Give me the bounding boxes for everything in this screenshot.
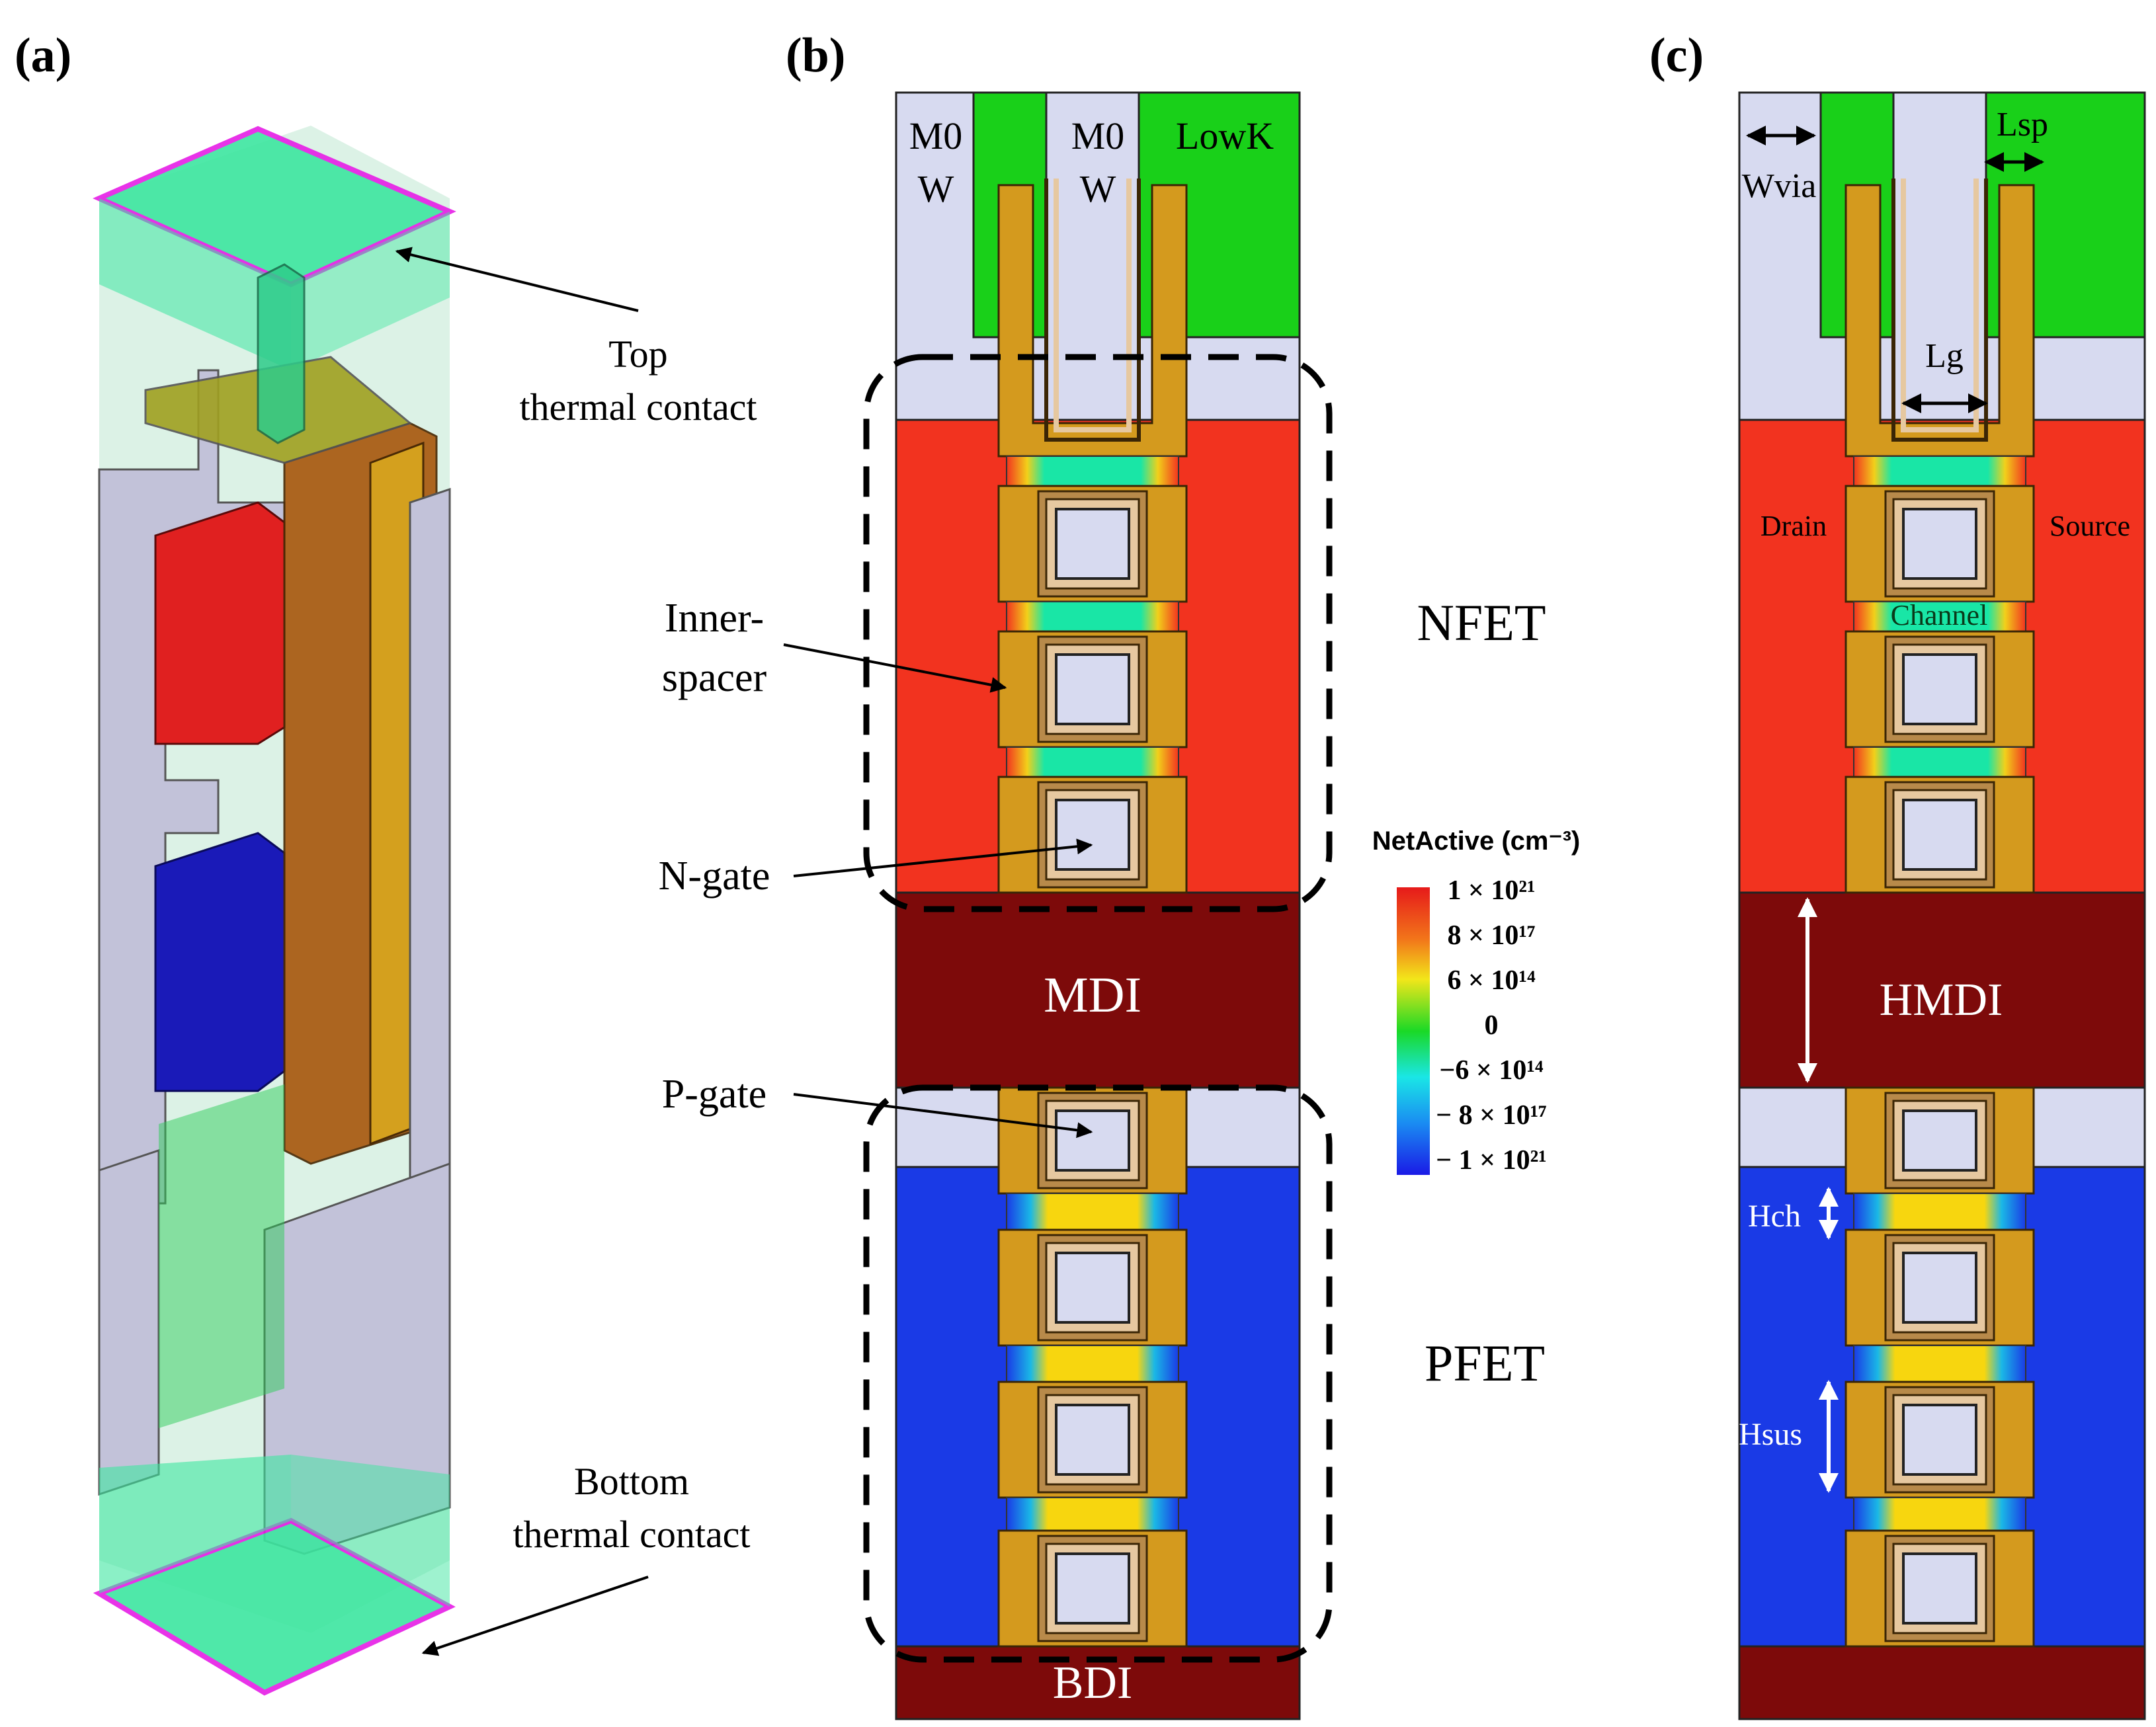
p-channel-2 — [1006, 1345, 1179, 1383]
lower-green-region — [159, 1084, 284, 1428]
p-gate-arrow — [793, 1093, 1093, 1139]
pfet-label: PFET — [1425, 1334, 1545, 1392]
bdi-label: BDI — [1053, 1658, 1133, 1708]
w-via-label: Wvia — [1742, 167, 1817, 205]
p-channel-2 — [1853, 1345, 2026, 1383]
n-gate-label: N-gate — [659, 854, 770, 899]
legend-title: NetActive (cm⁻³) — [1372, 826, 1581, 856]
p-channel-1 — [1006, 1193, 1179, 1230]
mdi-label: MDI — [1044, 967, 1141, 1023]
p-gate-3-core — [1055, 1404, 1130, 1476]
p-gate-1-core — [1055, 1109, 1130, 1172]
n-channel-2 — [1006, 601, 1179, 632]
top-u-gate-liner — [1891, 179, 1988, 442]
n-gate-3-core — [1902, 799, 1977, 871]
top-u-gate-liner — [1044, 179, 1141, 442]
top-via — [257, 263, 306, 444]
n-gate-2-core — [1902, 653, 1977, 725]
legend-label: 1 × 10²¹ — [1447, 875, 1535, 906]
bdi-region — [1738, 1645, 2146, 1720]
bottom-contact-arrow — [421, 1576, 649, 1656]
n-source-drain-block — [154, 501, 286, 745]
device-cross-section-c — [1738, 91, 2146, 1720]
n-channel-3 — [1006, 746, 1179, 778]
p-channel-3 — [1006, 1497, 1179, 1531]
l-sp-label: Lsp — [1997, 106, 2048, 143]
legend-label: − 1 × 10²¹ — [1436, 1145, 1547, 1176]
n-gate-1-core — [1055, 508, 1130, 580]
p-gate-1-core — [1902, 1109, 1977, 1172]
n-channel-1 — [1006, 456, 1179, 487]
legend-label: 8 × 10¹⁷ — [1447, 920, 1535, 951]
top-contact-arrow — [395, 247, 639, 312]
lowk-label: LowK — [1176, 114, 1274, 157]
h-mdi-label: HMDI — [1880, 975, 2003, 1025]
h-ch-label: Hch — [1748, 1199, 1801, 1234]
grey-metal-lower-left — [98, 1148, 160, 1496]
inner-spacer-arrow — [783, 643, 1007, 693]
panel-b: (b) M0 W M0 W LowK MDI BDI NFET PFET Inn… — [659, 28, 1546, 1720]
bottom-contact-label-line2: thermal contact — [513, 1513, 750, 1556]
panel-a-label: (a) — [15, 28, 71, 83]
m0-mid-label: M0 — [1071, 114, 1125, 157]
mdi-region — [895, 891, 1301, 1089]
h-sus-label: Hsus — [1739, 1417, 1802, 1452]
n-gate-1-core — [1902, 508, 1977, 580]
top-contact-label-line2: thermal contact — [519, 385, 757, 428]
device-cross-section-b — [895, 91, 1301, 1720]
legend-label: −6 × 10¹⁴ — [1439, 1055, 1543, 1086]
bottom-contact-side-right — [291, 1455, 450, 1607]
w-left-label: W — [918, 167, 954, 210]
p-source-drain-block — [154, 832, 286, 1092]
p-gate-label: P-gate — [662, 1072, 767, 1117]
panel-c: (c) Wvia Lsp Lg Drain Source Channel HMD… — [1649, 28, 2146, 1720]
legend-label: − 8 × 10¹⁷ — [1436, 1100, 1547, 1131]
n-channel-3 — [1853, 746, 2026, 778]
p-channel-3 — [1853, 1497, 2026, 1531]
top-u-gate-inner — [1054, 179, 1132, 432]
legend-colorbar — [1397, 887, 1430, 1175]
legend-label: 0 — [1485, 1010, 1499, 1041]
n-gate-arrow — [793, 838, 1093, 877]
top-u-gate-inner — [1901, 179, 1979, 432]
top-thermal-contact — [93, 126, 456, 288]
legend-label: 6 × 10¹⁴ — [1447, 965, 1536, 996]
p-gate-4-core — [1055, 1552, 1130, 1625]
nfet-label: NFET — [1417, 594, 1546, 651]
n-gate-2-core — [1055, 653, 1130, 725]
drain-label: Drain — [1761, 510, 1827, 542]
n-channel-2 — [1853, 601, 2026, 632]
p-gate-2-core — [1055, 1252, 1130, 1324]
inner-spacer-label-line1: Inner- — [665, 596, 764, 641]
l-g-label: Lg — [1925, 337, 1964, 375]
inner-spacer-label-line2: spacer — [662, 655, 767, 700]
p-gate-3-core — [1902, 1404, 1977, 1476]
n-gate-3-core — [1055, 799, 1130, 871]
panel-a: (a) Top thermal contact Botto — [15, 28, 757, 1696]
w-mid-label: W — [1080, 167, 1116, 210]
m0-left-label: M0 — [909, 114, 963, 157]
p-gate-4-core — [1902, 1552, 1977, 1625]
top-contact-label-line1: Top — [608, 333, 667, 376]
panel-c-label: (c) — [1649, 28, 1704, 83]
legend-labels: 1 × 10²¹ 8 × 10¹⁷ 6 × 10¹⁴ 0 −6 × 10¹⁴ − 8 × … — [1436, 875, 1547, 1176]
source-label: Source — [2050, 510, 2130, 542]
channel-label: Channel — [1891, 599, 1988, 631]
nfet-dashed-outline — [863, 354, 1333, 912]
p-gate-2-core — [1902, 1252, 1977, 1324]
bottom-contact-label-line1: Bottom — [574, 1460, 689, 1503]
panel-b-label: (b) — [786, 28, 845, 83]
p-channel-1 — [1853, 1193, 2026, 1230]
top-contact-side — [99, 198, 291, 370]
netactive-legend: NetActive (cm⁻³) 1 × 10²¹ 8 × 10¹⁷ 6 × 10¹… — [1372, 826, 1581, 1176]
n-channel-1 — [1853, 456, 2026, 487]
pfet-dashed-outline — [863, 1084, 1333, 1663]
bottom-contact-side — [99, 1455, 291, 1593]
